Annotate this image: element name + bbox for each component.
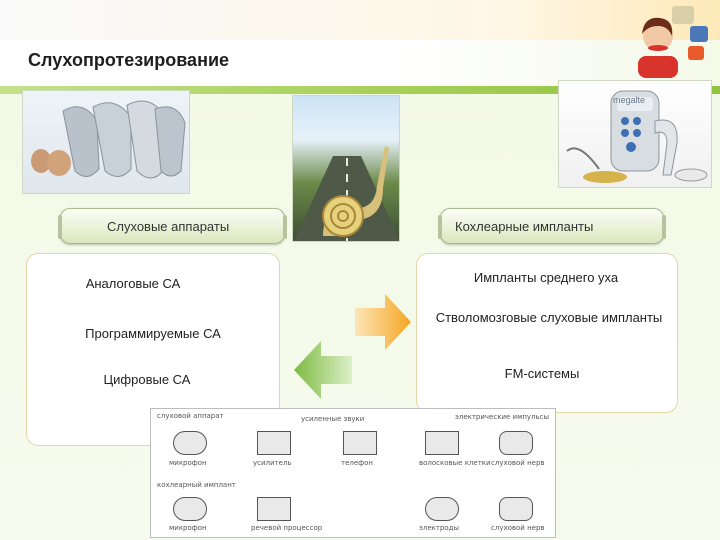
diagram-label: слуховой нерв xyxy=(491,459,545,467)
snail-photo xyxy=(292,95,400,242)
amplifier-icon xyxy=(257,431,291,455)
person-puzzle-icon xyxy=(628,4,714,80)
diagram-row1-title: слуховой аппарат xyxy=(157,412,224,420)
electrodes-icon xyxy=(425,497,459,521)
list-item: Программируемые СА xyxy=(85,326,221,341)
diagram-label: речевой процессор xyxy=(251,524,323,532)
diagram-row2-title: кохлеарный имплант xyxy=(157,481,236,489)
diagram-label: усиленные звуки xyxy=(301,415,365,423)
diagram-label: микрофон xyxy=(169,459,207,467)
speech-processor-icon xyxy=(257,497,291,521)
diagram-label: слуховой нерв xyxy=(491,524,545,532)
arrow-left-icon xyxy=(294,341,352,399)
list-item: FM-системы xyxy=(504,366,580,381)
diagram-label: телефон xyxy=(341,459,374,467)
cochlear-implants-panel: Импланты среднего уха Стволомозговые слу… xyxy=(416,253,678,413)
tab-hearing-aids[interactable]: Слуховые аппараты xyxy=(58,208,287,244)
top-strip xyxy=(0,0,720,40)
nerve-icon xyxy=(499,497,533,521)
diagram-label: микрофон xyxy=(169,524,207,532)
green-divider-band xyxy=(0,86,720,94)
diagram-label: волосковые клетки xyxy=(419,459,491,467)
hearing-aid-photo xyxy=(22,90,190,194)
photo-watermark: megalte xyxy=(613,95,646,105)
list-item: Импланты среднего уха xyxy=(473,270,619,285)
microphone-icon xyxy=(173,497,207,521)
tab-cochlear-implants[interactable]: Кохлеарные импланты xyxy=(438,208,666,244)
list-item: Цифровые СА xyxy=(103,372,191,387)
diagram-label: электрические импульсы xyxy=(455,413,550,421)
list-item: Аналоговые СА xyxy=(85,276,181,291)
diagram-label: усилитель xyxy=(253,459,292,467)
hair-cells-icon xyxy=(425,431,459,455)
tab-cochlear-implants-label: Кохлеарные импланты xyxy=(455,218,594,234)
diagram-label: электроды xyxy=(419,524,460,532)
receiver-icon xyxy=(343,431,377,455)
nerve-icon xyxy=(499,431,533,455)
tab-hearing-aids-label: Слуховые аппараты xyxy=(107,218,230,234)
microphone-icon xyxy=(173,431,207,455)
list-item: Стволомозговые слуховые импланты xyxy=(435,310,663,325)
slide-title: Слухопротезирование xyxy=(28,50,230,70)
arrow-right-icon xyxy=(355,294,411,350)
hearing-diagram: слуховой аппарат микрофон усилитель усил… xyxy=(150,408,556,538)
implant-remote-photo: megalte xyxy=(558,80,712,188)
